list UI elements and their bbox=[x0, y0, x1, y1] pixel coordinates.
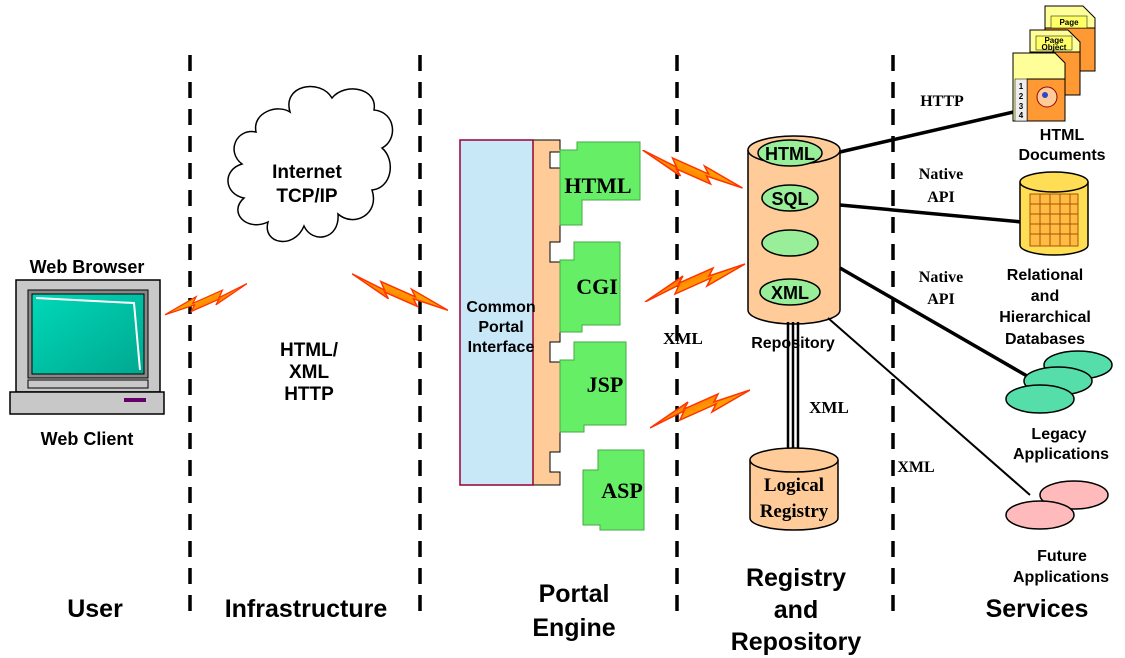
xml-label-portal: XML bbox=[663, 329, 703, 348]
logical-registry-line-2: Registry bbox=[760, 501, 829, 522]
page-number-2: 2 bbox=[1019, 92, 1024, 101]
slot-xml bbox=[759, 278, 821, 306]
page-object-label-back-1: Page bbox=[1059, 18, 1079, 27]
page-number-3: 3 bbox=[1019, 102, 1024, 111]
html-module bbox=[559, 141, 641, 226]
protocol-label-line-2: XML bbox=[289, 362, 330, 383]
future-line-2: Applications bbox=[1013, 569, 1109, 586]
lightning-bolt-user bbox=[165, 282, 247, 317]
column-title-infrastructure: Infrastructure bbox=[225, 595, 388, 623]
web-client-label: Web Client bbox=[41, 429, 134, 449]
xml-label-registry: XML bbox=[809, 398, 849, 417]
cgi-module bbox=[559, 241, 621, 333]
portal-interface-line-3: Interface bbox=[468, 339, 535, 356]
native-api-1-line-2: API bbox=[927, 189, 955, 206]
slot-sql bbox=[761, 184, 819, 212]
lightning-bolt-infrastructure bbox=[352, 272, 448, 312]
web-client-computer-icon bbox=[9, 279, 165, 415]
module-label-jsp: JSP bbox=[587, 372, 624, 397]
slot-label-xml: XML bbox=[771, 283, 809, 303]
column-title-user: User bbox=[67, 595, 123, 623]
portal-interface-line-2: Portal bbox=[478, 319, 523, 336]
page-object-label-back-3: Object bbox=[1042, 43, 1067, 52]
lightning-bolt-html bbox=[641, 150, 744, 189]
page-number-4: 4 bbox=[1019, 111, 1024, 120]
lightning-bolt-jsp bbox=[650, 389, 750, 429]
module-label-asp: ASP bbox=[601, 478, 643, 503]
databases-line-1: Relational bbox=[1007, 267, 1083, 284]
databases-line-2: and bbox=[1031, 288, 1059, 305]
column-title-and: and bbox=[774, 596, 818, 624]
html-documents-line-2: Documents bbox=[1018, 147, 1105, 164]
registry-connector bbox=[786, 322, 800, 455]
column-separators bbox=[188, 55, 895, 622]
legacy-line-2: Applications bbox=[1013, 446, 1109, 463]
internet-cloud-icon bbox=[227, 85, 394, 243]
page-number-1: 1 bbox=[1019, 82, 1024, 91]
database-icon bbox=[1019, 171, 1089, 256]
protocol-label-line-3: HTTP bbox=[284, 384, 334, 405]
slot-label-html: HTML bbox=[765, 144, 815, 164]
column-title-registry: Registry bbox=[746, 564, 846, 592]
slot-label-sql: SQL bbox=[771, 189, 808, 209]
web-browser-label: Web Browser bbox=[30, 257, 145, 277]
legacy-line-1: Legacy bbox=[1031, 426, 1086, 443]
page-object-label-back-2: Page bbox=[1044, 36, 1064, 45]
html-documents-icon: Page Page Object 1 2 3 4 bbox=[1012, 5, 1096, 122]
protocol-label-line-1: HTML/ bbox=[280, 340, 339, 361]
future-line-1: Future bbox=[1037, 548, 1087, 565]
repository-slots bbox=[757, 139, 823, 306]
module-label-cgi: CGI bbox=[576, 274, 618, 299]
native-api-1-line-1: Native bbox=[919, 166, 963, 183]
column-title-portal: Portal bbox=[539, 580, 610, 608]
legacy-applications-icon bbox=[1005, 350, 1113, 414]
native-api-2-line-2: API bbox=[927, 291, 955, 308]
module-label-html: HTML bbox=[564, 173, 631, 198]
future-applications-icon bbox=[1005, 480, 1109, 530]
service-connectors bbox=[827, 108, 1035, 496]
column-title-repository: Repository bbox=[731, 628, 862, 656]
native-api-2-line-1: Native bbox=[919, 269, 963, 286]
portal-interface-line-1: Common bbox=[466, 299, 535, 316]
xml-label-services: XML bbox=[897, 459, 934, 476]
logical-registry-line-1: Logical bbox=[764, 475, 824, 496]
asp-module bbox=[582, 449, 645, 531]
cloud-label-line-2: TCP/IP bbox=[276, 186, 338, 207]
slot-empty bbox=[761, 229, 819, 257]
column-title-services: Services bbox=[986, 595, 1089, 623]
databases-line-3: Hierarchical bbox=[999, 309, 1091, 326]
slot-html bbox=[757, 139, 823, 167]
column-title-engine: Engine bbox=[532, 614, 615, 642]
databases-line-4: Databases bbox=[1005, 331, 1085, 348]
lightning-bolt-cgi bbox=[644, 263, 746, 302]
logical-registry-icon bbox=[749, 447, 839, 531]
jsp-module bbox=[559, 341, 627, 433]
portal-engine-frame bbox=[459, 139, 561, 486]
http-label: HTTP bbox=[920, 93, 964, 110]
cloud-label-line-1: Internet bbox=[272, 162, 342, 183]
html-documents-line-1: HTML bbox=[1040, 127, 1085, 144]
